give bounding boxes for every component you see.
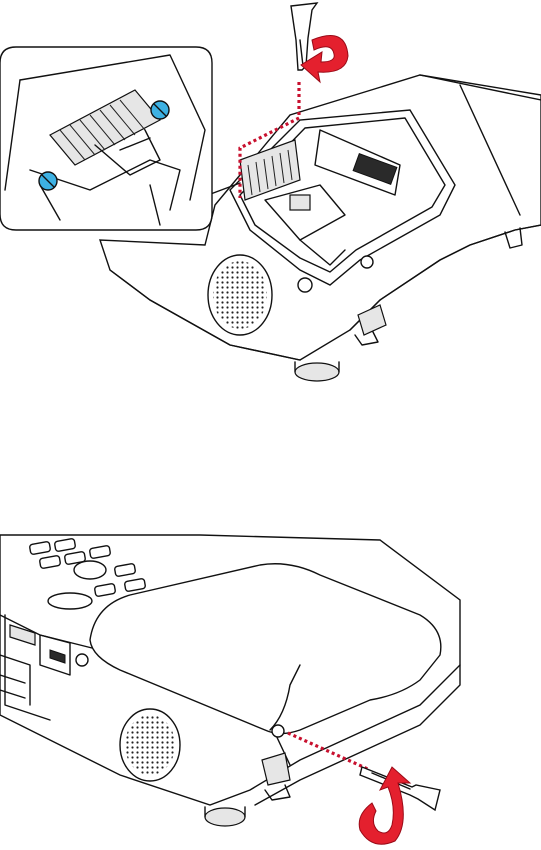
figure-bottom-svg (0, 505, 541, 850)
figure-lamp-screw-removal (0, 0, 541, 390)
audio-jack (76, 654, 88, 666)
speaker-grille (208, 255, 272, 335)
cover-screw-hole (272, 725, 284, 737)
figure-lamp-cover-open (0, 505, 541, 850)
speaker-grille (120, 709, 180, 781)
figure-top-svg (0, 0, 541, 390)
power-button (48, 593, 92, 609)
inset-detail (0, 47, 240, 230)
directional-pad (74, 561, 106, 579)
front-foot (205, 808, 245, 826)
release-knob (298, 278, 312, 292)
front-foot (295, 363, 339, 381)
